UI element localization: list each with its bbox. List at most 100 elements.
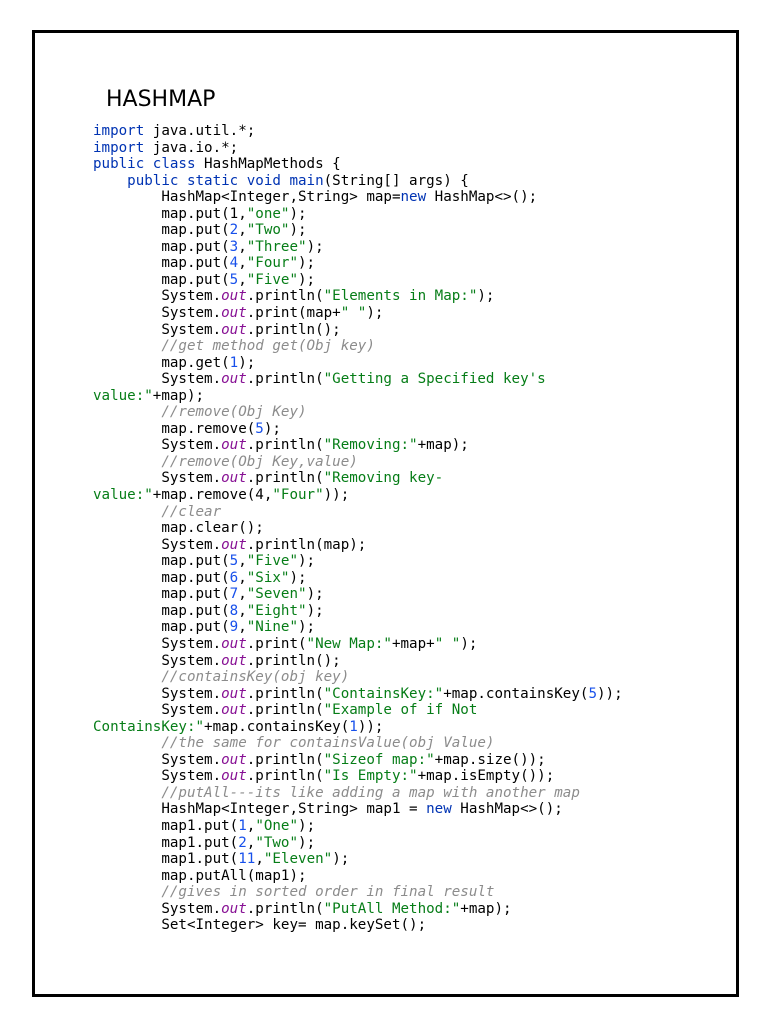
code-text: map.put( <box>93 602 230 619</box>
string-token: "Six" <box>246 569 290 586</box>
code-line: Set<Integer> key= map.keySet(); <box>93 917 623 934</box>
code-line: System.out.print("New Map:"+map+" "); <box>93 636 623 653</box>
code-text <box>93 338 161 354</box>
keyword-token: public class <box>93 156 196 173</box>
code-text: ); <box>289 205 307 222</box>
number-token: 5 <box>588 685 597 702</box>
string-token: "Removing key- <box>323 470 444 487</box>
code-text: ); <box>332 851 350 868</box>
comment-token: //gives in sorted order in final result <box>161 884 495 901</box>
string-token: "Eight" <box>246 602 307 619</box>
field-token: out <box>221 751 247 768</box>
string-token: "Two" <box>255 834 299 851</box>
field-token: out <box>221 321 247 338</box>
code-line: map.put(8,"Eight"); <box>93 603 623 620</box>
comment-token: //containsKey(obj key) <box>161 669 350 686</box>
code-line: //the same for containsValue(obj Value) <box>93 735 623 752</box>
code-text: map.put( <box>93 222 230 239</box>
number-token: 3 <box>229 238 239 255</box>
field-token: out <box>221 437 247 454</box>
field-token: out <box>221 702 247 719</box>
code-line: //containsKey(obj key) <box>93 669 623 686</box>
code-text: map1.put( <box>93 851 239 868</box>
string-token: "Three" <box>246 238 307 255</box>
code-text: System. <box>93 751 222 768</box>
code-text: ); <box>306 238 324 255</box>
code-text: +map.size()); <box>434 751 546 768</box>
code-text: System. <box>93 900 222 917</box>
code-line: //remove(Obj Key) <box>93 404 623 421</box>
code-text: ); <box>366 305 384 322</box>
field-token: out <box>221 305 247 322</box>
field-token: out <box>221 470 247 487</box>
code-text: map.put( <box>93 569 230 586</box>
code-text: +map); <box>417 437 469 454</box>
code-text: .println( <box>246 900 324 917</box>
code-text: , <box>238 553 247 570</box>
code-text: ); <box>289 222 307 239</box>
code-text: .println( <box>246 768 324 785</box>
code-text: HashMap<Integer,String> map= <box>93 189 401 206</box>
string-token: "Removing:" <box>323 437 418 454</box>
code-text: System. <box>93 652 222 669</box>
string-token: " " <box>434 635 461 652</box>
code-text: map.put( <box>93 553 230 570</box>
code-text: ); <box>477 288 495 305</box>
code-text: Set<Integer> key= map.keySet(); <box>93 917 427 934</box>
code-text: , <box>238 255 247 272</box>
code-text: System. <box>93 685 222 702</box>
string-token: "Elements in Map:" <box>323 288 478 305</box>
code-line: System.out.println("Is Empty:"+map.isEmp… <box>93 768 623 785</box>
number-token: 5 <box>255 420 264 437</box>
keyword-token: new <box>426 801 452 818</box>
code-line: //remove(Obj Key,value) <box>93 454 623 471</box>
code-line: System.out.println(); <box>93 322 623 339</box>
string-token: "Four" <box>246 255 299 272</box>
code-text: System. <box>93 768 222 785</box>
string-token: "one" <box>246 205 290 222</box>
number-token: 5 <box>229 553 239 570</box>
code-line: System.out.println("Removing:"+map); <box>93 437 623 454</box>
field-token: out <box>221 536 247 553</box>
code-line: System.out.println("Example of if Not <box>93 702 623 719</box>
number-token: 7 <box>229 586 239 603</box>
number-token: 1 <box>229 354 239 371</box>
code-text: )); <box>323 487 350 504</box>
code-text: +map+ <box>391 635 435 652</box>
code-line: public static void main(String[] args) { <box>93 173 623 190</box>
code-text: ); <box>289 569 307 586</box>
code-line: map.remove(5); <box>93 421 623 438</box>
string-token: "One" <box>255 817 299 834</box>
code-text: .println( <box>246 371 324 388</box>
code-text: System. <box>93 702 222 719</box>
code-text: )); <box>357 718 384 735</box>
code-line: map.put(2,"Two"); <box>93 222 623 239</box>
code-line: value:"+map.remove(4,"Four")); <box>93 487 623 504</box>
code-text: map.put( <box>93 238 230 255</box>
string-token: "Four" <box>272 487 324 504</box>
code-line: System.out.print(map+" "); <box>93 305 623 322</box>
code-text: +map.containsKey( <box>443 685 589 702</box>
code-text: .print(map+ <box>246 305 341 322</box>
code-text: .println( <box>246 288 324 305</box>
code-text: map.put( <box>93 255 230 272</box>
document-title: HASHMAP <box>106 87 216 112</box>
code-text: HashMap<Integer,String> map1 = <box>93 801 427 818</box>
code-line: map.putAll(map1); <box>93 868 623 885</box>
number-token: 8 <box>229 602 239 619</box>
field-token: out <box>221 288 247 305</box>
code-line: map.clear(); <box>93 520 623 537</box>
code-line: System.out.println("PutAll Method:"+map)… <box>93 901 623 918</box>
code-line: //gives in sorted order in final result <box>93 884 623 901</box>
code-text <box>93 504 161 520</box>
field-token: out <box>221 685 247 702</box>
code-line: System.out.println("ContainsKey:"+map.co… <box>93 685 622 703</box>
code-line: map.put(5,"Five"); <box>93 272 623 289</box>
keyword-token: new <box>400 189 427 206</box>
code-text: java.util.*; <box>144 123 256 139</box>
keyword-token: main <box>289 172 324 189</box>
comment-token: //the same for containsValue(obj Value) <box>161 735 495 752</box>
page-border <box>32 30 739 997</box>
string-token: "ContainsKey:" <box>323 685 444 702</box>
code-line: //get method get(Obj key) <box>93 338 623 355</box>
